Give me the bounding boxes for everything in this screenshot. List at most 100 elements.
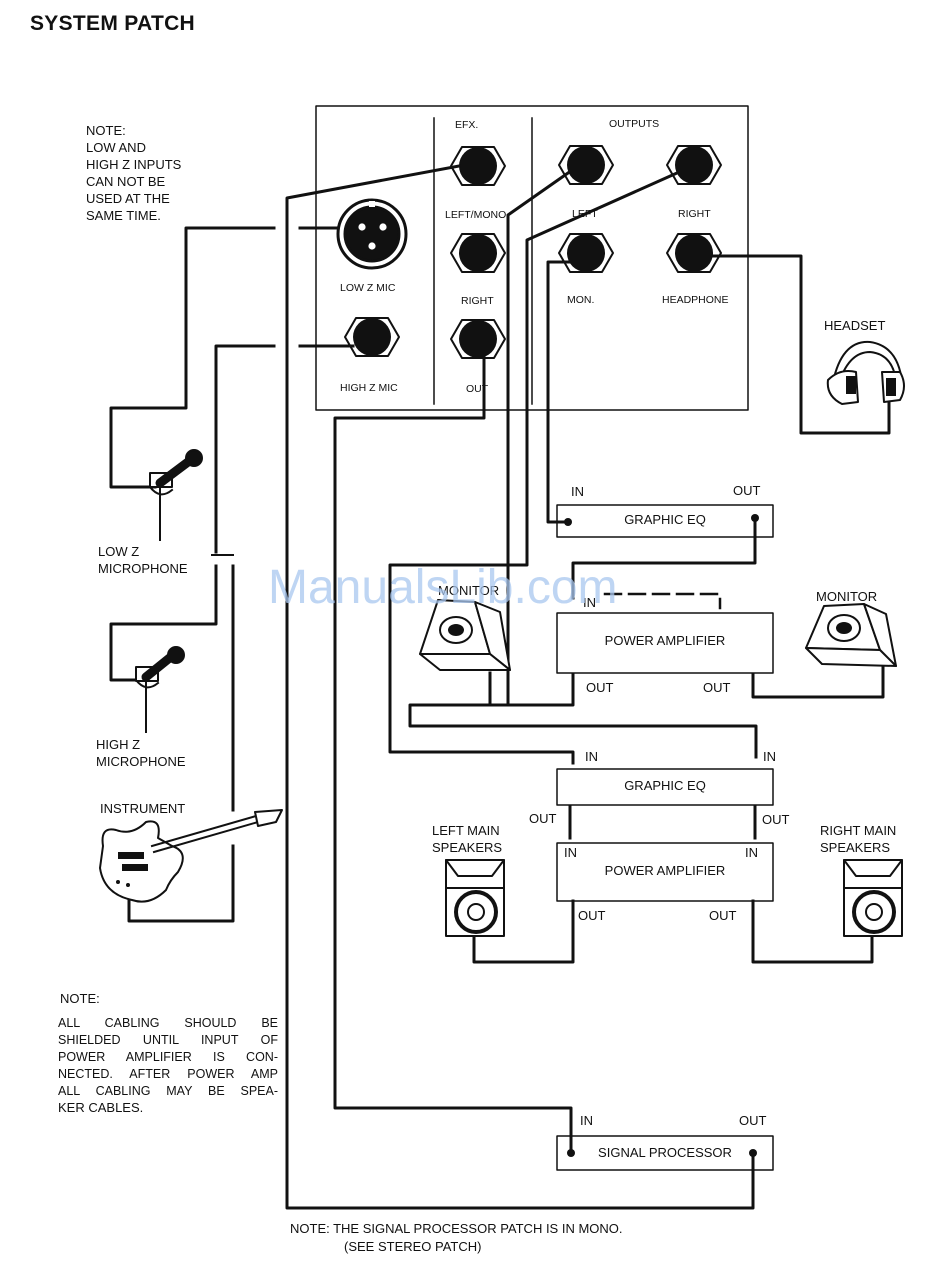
high-z-mic-jack <box>344 317 400 357</box>
monitor-right-icon <box>805 603 897 667</box>
monitor-left-icon <box>419 599 511 671</box>
note-line: CAN NOT BE <box>86 174 166 189</box>
low-z-microphone-label: LOW Z <box>98 544 140 559</box>
high-z-microphone-label: MICROPHONE <box>96 754 186 769</box>
cable-efx-return <box>333 353 573 1155</box>
low-z-microphone-label: MICROPHONE <box>98 561 188 576</box>
instrument-label: INSTRUMENT <box>100 801 186 816</box>
note-line: HIGH Z INPUTS <box>86 157 182 172</box>
monitor-left-label: MONITOR <box>438 583 500 598</box>
efx-left-mono-jack <box>450 146 506 186</box>
cabling-note-line: SHIELDED UNTIL INPUT OF <box>58 1033 278 1047</box>
cable-monitor-left <box>488 671 575 707</box>
amp2-out-right-label: OUT <box>709 908 737 923</box>
bottom-note: NOTE: THE SIGNAL PROCESSOR PATCH IS IN M… <box>290 1221 623 1236</box>
cabling-note-line: ALL CABLING MAY BE SPEA- <box>58 1084 278 1098</box>
power-amplifier-2-label: POWER AMPLIFIER <box>604 863 726 878</box>
out-headphone-jack <box>666 233 722 273</box>
left-main-label: LEFT MAIN <box>432 823 500 838</box>
cable-instrument <box>127 844 235 923</box>
note-line: USED AT THE <box>86 191 170 206</box>
eq2-out-left-label: OUT <box>529 811 557 826</box>
low-z-mic-label: LOW Z MIC <box>340 282 396 294</box>
dot-eq1-out <box>751 514 759 522</box>
cable-mon-to-eq <box>546 260 574 524</box>
high-z-microphone-label: HIGH Z <box>96 737 141 752</box>
cable-amp-in-right <box>603 592 722 610</box>
cable-right-main <box>751 899 874 964</box>
left-main-label: SPEAKERS <box>432 840 503 855</box>
note-line: LOW AND <box>86 140 146 155</box>
dot-sp-in <box>567 1149 575 1157</box>
eq2-out-right-label: OUT <box>762 812 790 827</box>
efx-out-label: OUT <box>466 383 489 395</box>
power-amplifier-2-box <box>556 842 774 902</box>
cable-high-z-mic-lower <box>109 564 218 682</box>
high-z-microphone-icon <box>134 646 185 733</box>
page-title: SYSTEM PATCH <box>30 12 195 35</box>
outputs-header: OUTPUTS <box>609 118 660 130</box>
right-main-label: RIGHT MAIN <box>820 823 897 838</box>
eq1-out-label: OUT <box>733 483 761 498</box>
cabling-note-heading: NOTE: <box>60 991 100 1006</box>
eq2-in-left-label: IN <box>585 749 598 764</box>
sp-out-label: OUT <box>739 1113 767 1128</box>
amp1-out-left-label: OUT <box>586 680 614 695</box>
cable-headphone <box>708 254 891 435</box>
amp1-in-label: IN <box>583 595 596 610</box>
efx-right-label: RIGHT <box>461 295 494 307</box>
cabling-note-line: NECTED. AFTER POWER AMP <box>58 1067 278 1081</box>
bottom-note: (SEE STEREO PATCH) <box>344 1239 482 1254</box>
efx-out-jack <box>450 319 506 359</box>
headset-icon <box>826 340 905 405</box>
dot-eq1-in <box>564 518 572 526</box>
eq1-in-label: IN <box>571 484 584 499</box>
cable-high-z-mic <box>214 344 276 554</box>
note-line: SAME TIME. <box>86 208 161 223</box>
monitor-right-label: MONITOR <box>816 589 878 604</box>
amp2-in-right-label: IN <box>745 845 758 860</box>
amp2-in-left-label: IN <box>564 845 577 860</box>
dot-sp-out <box>749 1149 757 1157</box>
efx-right-jack <box>450 233 506 273</box>
signal-processor-box <box>556 1135 774 1171</box>
headset-label: HEADSET <box>824 318 886 333</box>
cable-eq-to-amp <box>571 520 757 600</box>
graphic-eq-1-label: GRAPHIC EQ <box>624 512 706 527</box>
cabling-note-line: POWER AMPLIFIER IS CON- <box>58 1050 278 1064</box>
right-main-label: SPEAKERS <box>820 840 891 855</box>
left-main-speaker-icon <box>445 859 505 937</box>
out-left-jack <box>558 145 614 185</box>
cable-out-right <box>388 171 679 765</box>
sp-in-label: IN <box>580 1113 593 1128</box>
watermark: ManualsLib.com <box>268 561 618 614</box>
efx-left-mono-label: LEFT/MONO <box>445 209 507 221</box>
cable-efx-send <box>285 164 755 1210</box>
amp2-out-left-label: OUT <box>578 908 606 923</box>
mixer-panel <box>315 105 749 411</box>
power-amplifier-1-box <box>556 612 774 674</box>
high-z-mic-label: HIGH Z MIC <box>340 382 398 394</box>
power-amplifier-1-label: POWER AMPLIFIER <box>604 633 726 648</box>
note-line: NOTE: <box>86 123 126 138</box>
out-mon-label: MON. <box>567 294 595 306</box>
cable-monitor-right <box>751 656 885 699</box>
eq2-in-right-label: IN <box>763 749 776 764</box>
cabling-note-line: KER CABLES. <box>58 1100 144 1115</box>
low-z-mic-jack <box>336 198 408 270</box>
cable-out-left <box>408 170 758 759</box>
out-left-label: LEFT <box>572 208 598 220</box>
out-mon-jack <box>558 233 614 273</box>
cable-left-main <box>472 899 575 964</box>
cabling-note-line: ALL CABLING SHOULD BE <box>58 1016 278 1030</box>
cable-low-z-mic <box>109 226 276 489</box>
out-headphone-label: HEADPHONE <box>662 294 729 306</box>
guitar-icon <box>99 809 283 903</box>
signal-processor-label: SIGNAL PROCESSOR <box>598 1145 732 1160</box>
out-right-label: RIGHT <box>678 208 711 220</box>
right-main-speaker-icon <box>843 859 903 937</box>
out-right-jack <box>666 145 722 185</box>
graphic-eq-2-label: GRAPHIC EQ <box>624 778 706 793</box>
amp1-out-right-label: OUT <box>703 680 731 695</box>
